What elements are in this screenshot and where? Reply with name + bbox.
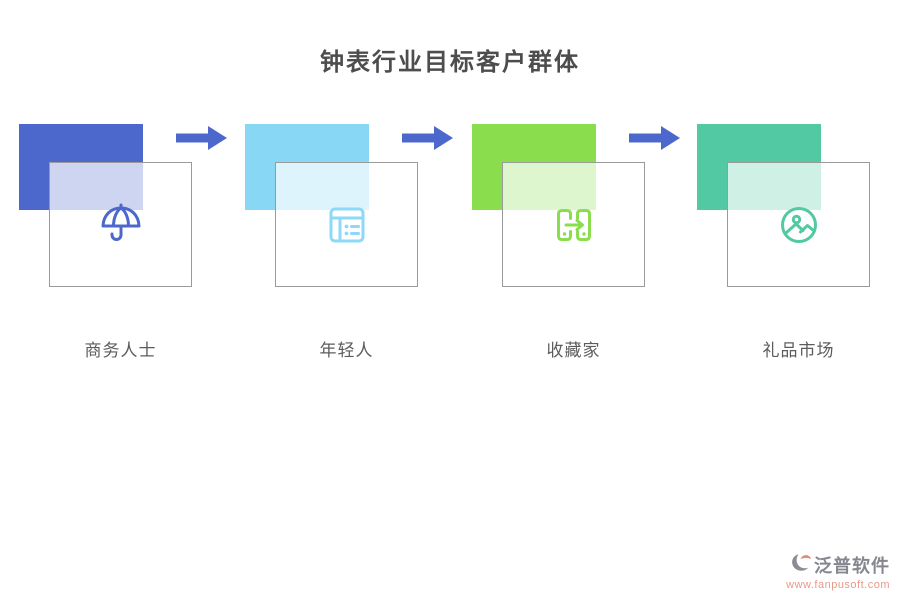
watermark: 泛普软件 www.fanpusoft.com	[762, 551, 890, 591]
icon-card	[275, 162, 418, 287]
group-label: 收藏家	[546, 341, 601, 360]
customer-group-gift: 礼品市场	[697, 124, 870, 364]
photo-icon	[775, 201, 823, 249]
customer-group-young: 年轻人	[245, 124, 418, 364]
arrow-right-icon	[629, 125, 681, 151]
icon-card	[727, 162, 870, 287]
arrow-right-icon	[402, 125, 454, 151]
group-label: 商务人士	[84, 341, 157, 360]
umbrella-icon	[97, 201, 145, 249]
customer-group-business: 商务人士	[19, 124, 192, 364]
phone-transfer-icon	[550, 201, 598, 249]
calendar-list-icon	[323, 201, 371, 249]
brand-logo-icon	[789, 551, 812, 579]
group-label: 礼品市场	[762, 341, 835, 360]
customer-group-collector: 收藏家	[472, 124, 645, 364]
arrow-right-icon	[176, 125, 228, 151]
brand-name: 泛普软件	[814, 556, 890, 576]
page-title: 钟表行业目标客户群体	[320, 50, 580, 76]
group-label: 年轻人	[319, 341, 374, 360]
brand-url: www.fanpusoft.com	[786, 579, 890, 591]
